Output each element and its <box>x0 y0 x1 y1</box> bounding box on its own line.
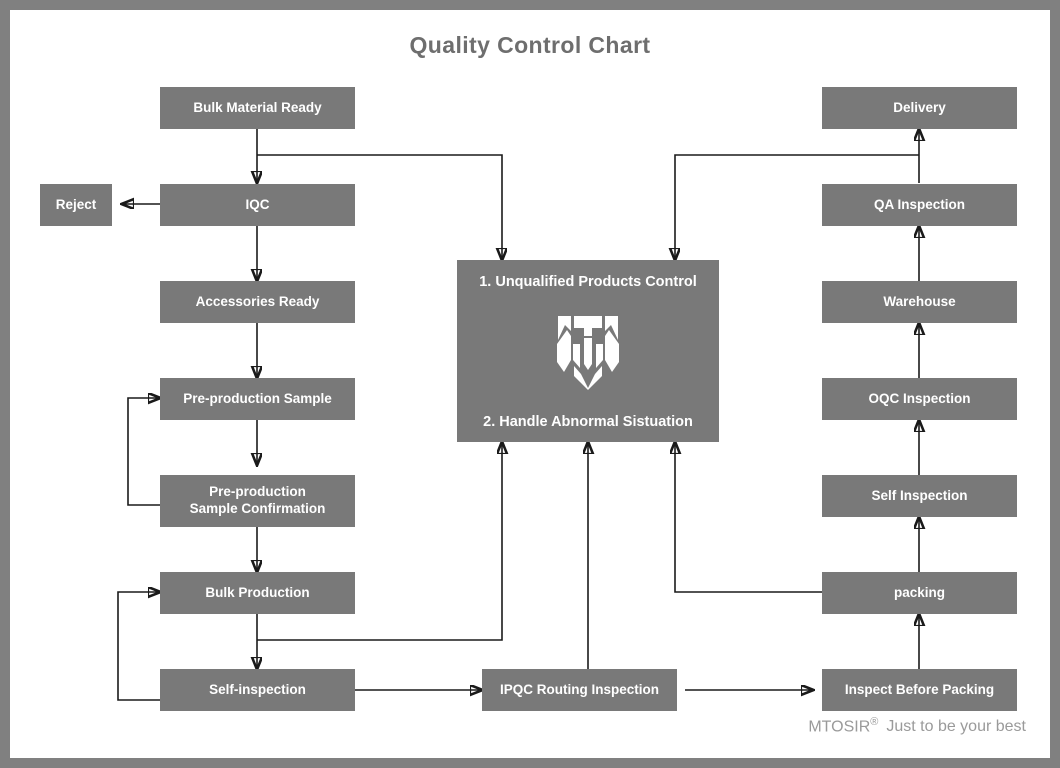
node-label: Bulk Production <box>205 584 310 600</box>
node-self-inspection-right[interactable]: Self Inspection <box>822 475 1017 517</box>
footer-branding: MTOSIR® Just to be your best <box>808 716 1026 736</box>
node-label: Delivery <box>893 99 946 115</box>
node-label: packing <box>893 584 945 600</box>
footer-tagline: Just to be your best <box>886 718 1026 735</box>
chart-canvas: Quality Control Chart <box>10 10 1050 758</box>
node-label: OQC Inspection <box>868 390 971 406</box>
node-label: Warehouse <box>883 293 956 309</box>
registered-mark-icon: ® <box>870 715 879 728</box>
node-label: Inspect Before Packing <box>844 681 995 697</box>
node-ipqc-routing-inspection[interactable]: IPQC Routing Inspection <box>482 669 677 711</box>
edge-confirmation-feedback <box>127 398 160 506</box>
node-label: QA Inspection <box>873 196 965 212</box>
node-self-inspection-left[interactable]: Self-inspection <box>160 669 355 711</box>
node-bulk-material-ready[interactable]: Bulk Material Ready <box>160 87 355 129</box>
node-qa-inspection[interactable]: QA Inspection <box>822 184 1017 226</box>
node-reject[interactable]: Reject <box>40 184 112 226</box>
center-box-line-2: 2. Handle Abnormal Sistuation <box>483 414 693 430</box>
node-packing[interactable]: packing <box>822 572 1017 614</box>
footer-brand: MTOSIR <box>808 718 871 735</box>
node-label: Accessories Ready <box>195 293 320 309</box>
node-inspect-before-packing[interactable]: Inspect Before Packing <box>822 669 1017 711</box>
node-label: Reject <box>55 196 97 212</box>
node-preproduction-sample-confirmation[interactable]: Pre-production Sample Confirmation <box>160 475 355 527</box>
page-title: Quality Control Chart <box>409 32 651 58</box>
node-label: Pre-production Sample <box>183 390 332 406</box>
mtosir-logo <box>554 290 622 414</box>
node-label: IQC <box>245 196 270 212</box>
node-accessories-ready[interactable]: Accessories Ready <box>160 281 355 323</box>
node-label: Self Inspection <box>871 487 968 503</box>
node-bulk-production[interactable]: Bulk Production <box>160 572 355 614</box>
center-box-line-1: 1. Unqualified Products Control <box>479 274 697 290</box>
edge-packing-to-abnormal <box>675 442 823 593</box>
node-label-line1: Pre-production <box>209 484 306 500</box>
node-label: IPQC Routing Inspection <box>500 681 659 697</box>
node-warehouse[interactable]: Warehouse <box>822 281 1017 323</box>
node-label-line2: Sample Confirmation <box>189 501 326 516</box>
node-iqc[interactable]: IQC <box>160 184 355 226</box>
node-oqc-inspection[interactable]: OQC Inspection <box>822 378 1017 420</box>
node-delivery[interactable]: Delivery <box>822 87 1017 129</box>
node-label: Bulk Material Ready <box>193 99 322 115</box>
chart-canvas-frame: Quality Control Chart <box>10 10 1050 758</box>
node-label: Self-inspection <box>209 681 306 697</box>
node-preproduction-sample[interactable]: Pre-production Sample <box>160 378 355 420</box>
node-unqualified-products-control[interactable]: 1. Unqualified Products Control <box>457 260 719 442</box>
edge-selfinspection-feedback <box>117 592 160 701</box>
